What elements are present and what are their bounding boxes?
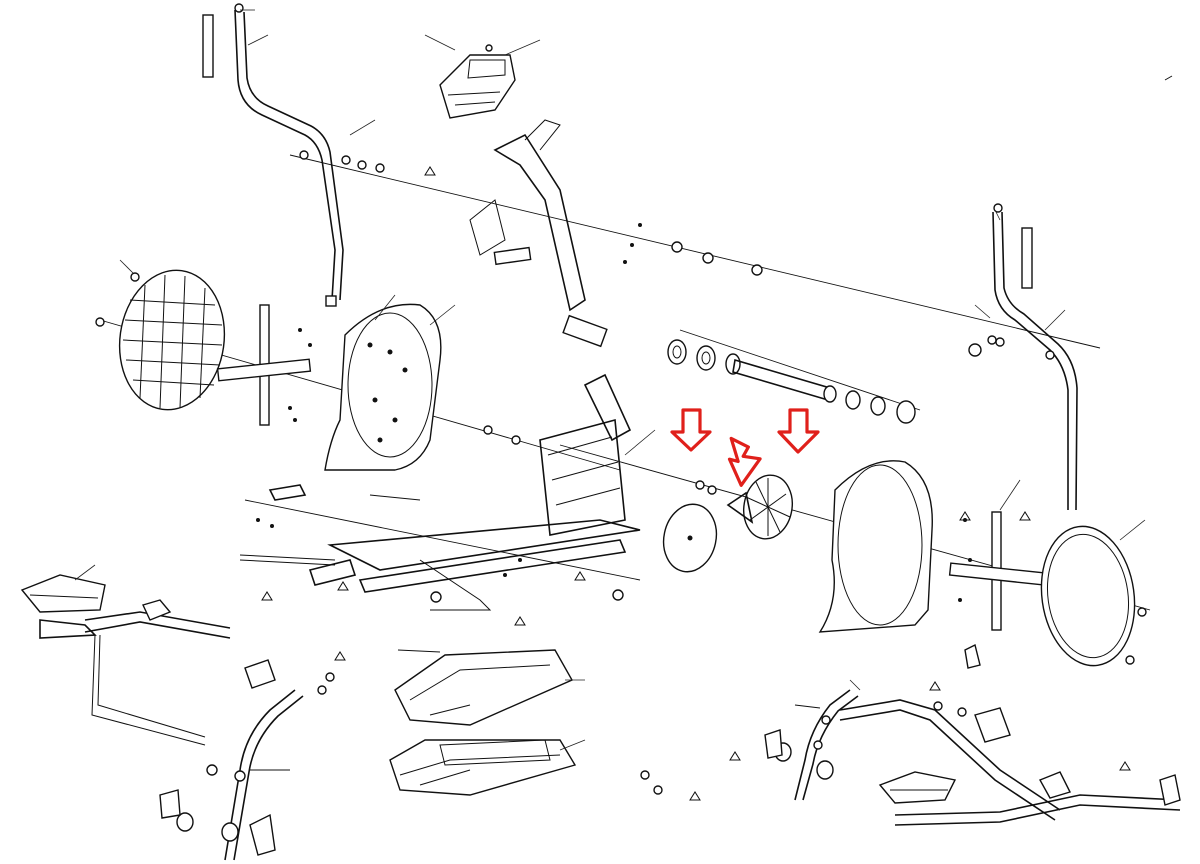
- flywheel-assembly: [662, 474, 793, 573]
- bolts: [239, 494, 821, 771]
- arrow-down-right: [777, 408, 820, 454]
- main-frame: [268, 314, 641, 611]
- right-pedal-arm: [839, 643, 1181, 826]
- corner-mark: [1164, 75, 1173, 81]
- right-crank-plate: [948, 511, 1047, 631]
- right-lower-swing-arm: [764, 689, 859, 801]
- base-covers: [389, 649, 577, 796]
- left-crank-plate: [216, 304, 312, 426]
- left-lower-swing-arm: [159, 659, 304, 861]
- left-upper-handlebar: [202, 3, 344, 307]
- arrow-diagonal-middle: [727, 436, 762, 487]
- axle-bearings: [667, 241, 916, 424]
- right-upper-handlebar: [992, 203, 1078, 511]
- highlight-arrows: [670, 408, 820, 487]
- upright-mast: [469, 119, 586, 312]
- right-side-shroud: [818, 460, 933, 633]
- console: [439, 44, 516, 119]
- left-pedal-arm: [20, 574, 231, 746]
- left-outer-disc-cover: [118, 269, 226, 411]
- hardware-callouts: [74, 9, 1146, 751]
- fastener-markers: [95, 150, 1147, 801]
- left-side-shroud: [324, 303, 442, 471]
- right-outer-disc-cover: [1040, 525, 1136, 667]
- arrow-down-left: [670, 408, 712, 452]
